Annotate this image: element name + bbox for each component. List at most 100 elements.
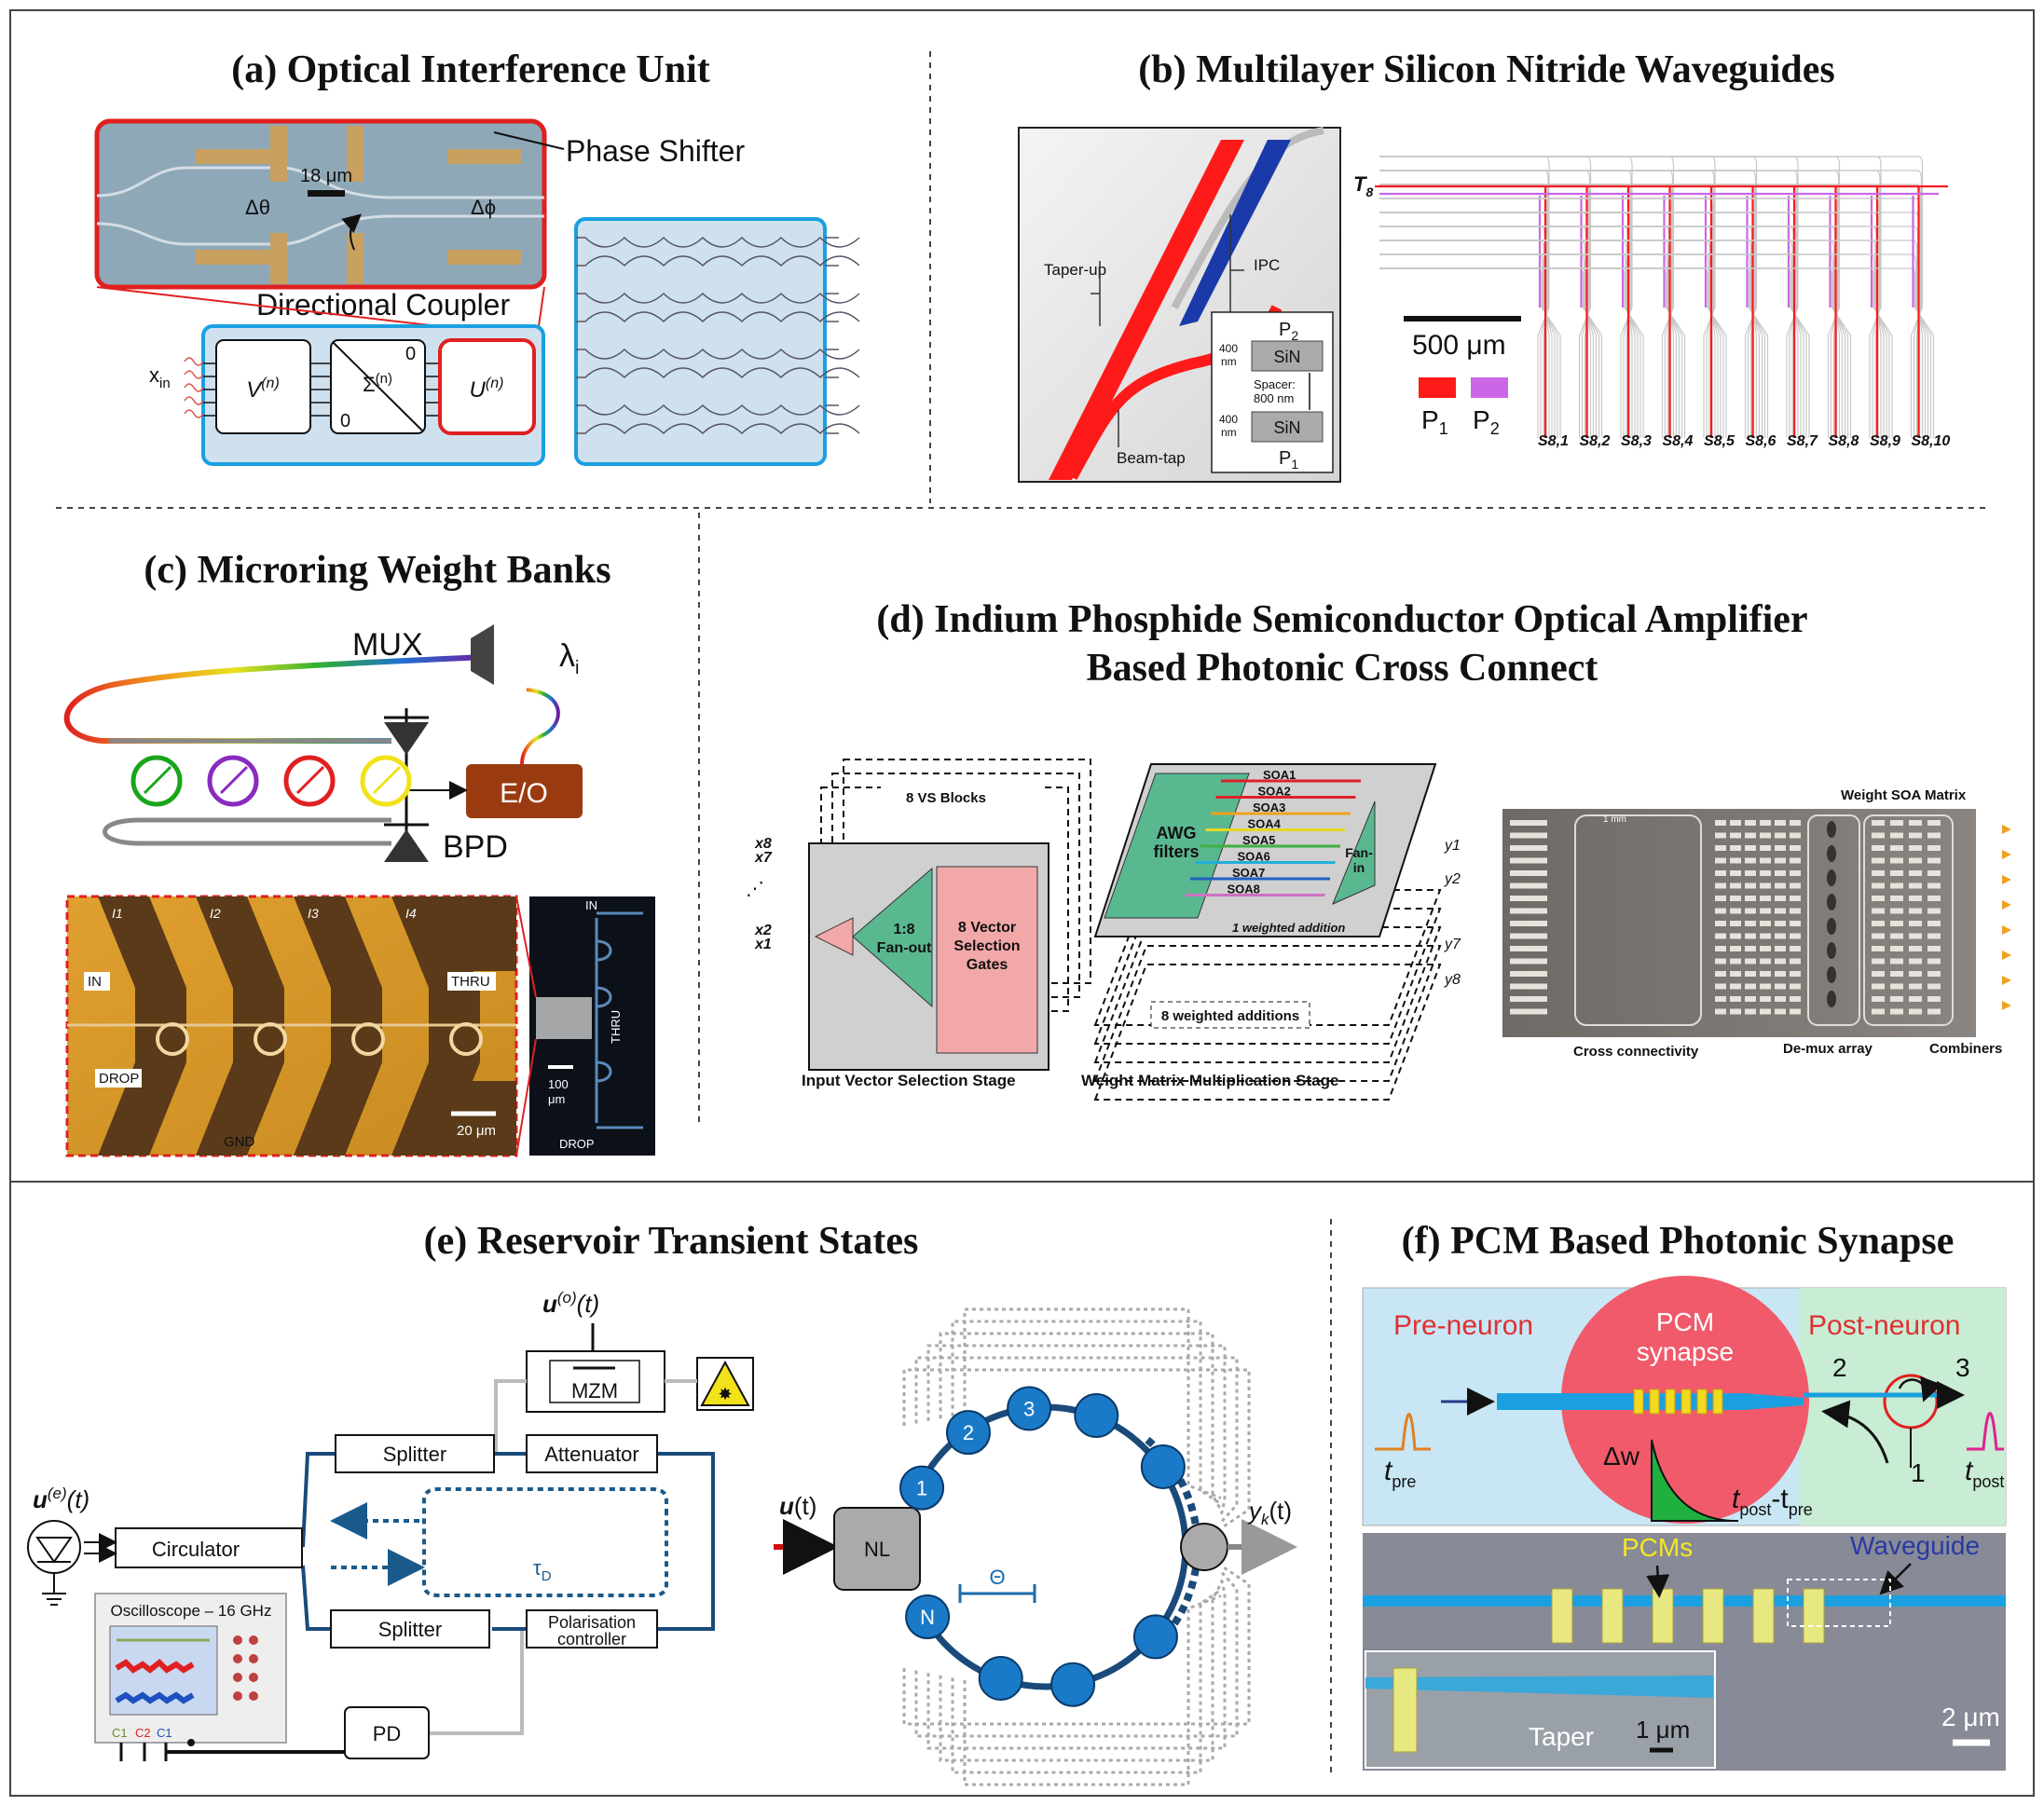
mesh-line <box>576 367 860 379</box>
eo-block <box>466 764 583 818</box>
x-in-label: xin <box>149 363 171 391</box>
in-tag <box>84 972 110 991</box>
ut-label: u(t) <box>779 1492 816 1520</box>
reservoir-node <box>899 1465 945 1511</box>
panel-a: (a) Optical Interference Unit Δθ Δϕ 18 μ… <box>94 48 860 466</box>
soa-pad <box>1927 882 1941 889</box>
laser-warning-icon <box>700 1360 750 1406</box>
soa-pad <box>1760 983 1771 990</box>
soa-pad <box>1745 921 1756 926</box>
coupler-arrow <box>341 213 363 251</box>
chip-output-tip <box>2002 850 2011 859</box>
ring-arrow <box>219 765 249 795</box>
polarisation-2: controller <box>557 1630 626 1649</box>
attenuator-box <box>526 1434 658 1473</box>
soa-pad <box>1715 983 1726 990</box>
soa-pad <box>1909 896 1922 901</box>
soa-pad <box>1745 870 1756 876</box>
ring-arrow <box>372 765 402 795</box>
port1-label: 1 <box>1911 1458 1926 1487</box>
feedback-path <box>939 1582 1223 1762</box>
chip-waveguides <box>595 918 612 1123</box>
soa-pad <box>1730 983 1741 990</box>
t-post-label: tpost <box>1965 1456 2004 1491</box>
waveguide-trace <box>1379 170 1549 438</box>
ring-arrow <box>1898 1375 1942 1402</box>
gray-fibers <box>410 1379 697 1735</box>
chip-details <box>1510 814 1954 1026</box>
soa-pad <box>1775 870 1786 876</box>
dw-label: Δw <box>1603 1442 1640 1471</box>
soa-pad <box>1890 857 1903 864</box>
sigma-zero-top: 0 <box>405 344 416 364</box>
scale-500um-label: 500 μm <box>1412 330 1506 361</box>
soa-pad <box>1909 908 1922 914</box>
soa-pad <box>1927 996 1941 1002</box>
tau-d-label: τD <box>533 1556 552 1584</box>
chip-output-tip <box>2002 976 2011 985</box>
soa-pad <box>1775 996 1786 1002</box>
weight-stack <box>1093 889 1442 1101</box>
soa-pad <box>1730 832 1741 839</box>
soa-label: SOA5 <box>1242 833 1275 847</box>
soa-pad <box>1760 933 1771 939</box>
soa-pad <box>1730 857 1741 864</box>
soa-pad <box>1760 958 1771 965</box>
demux-element <box>1827 821 1836 838</box>
ue-label: u(e)(t) <box>33 1484 89 1513</box>
soa-pad <box>1890 971 1903 977</box>
mesh-line <box>576 311 860 323</box>
reservoir-node <box>1007 1386 1052 1431</box>
chip-drop-label: DROP <box>559 1137 595 1151</box>
i-label: I3 <box>308 906 319 921</box>
waveguide-trace <box>1379 212 1758 438</box>
soa-pad <box>1909 921 1922 926</box>
soa-pad <box>1890 896 1903 901</box>
sin-layer-bottom <box>1251 411 1324 443</box>
soa-pad <box>1775 882 1786 889</box>
soa-pad <box>1760 908 1771 914</box>
scale-100um-unit: μm <box>548 1092 565 1106</box>
soa-pad <box>1872 896 1885 901</box>
vsg-3: Gates <box>967 957 1008 973</box>
ring-arrow <box>143 765 172 795</box>
scale-1um-label: 1 μm <box>1636 1716 1690 1744</box>
soa-pad <box>1927 896 1941 901</box>
pcm-cell <box>1665 1389 1676 1415</box>
feedback-path <box>939 1332 1223 1512</box>
input-pad <box>1510 971 1547 977</box>
soa-pad <box>1909 870 1922 876</box>
soa-pad <box>1890 1008 1903 1015</box>
nm-bottom: nm <box>1221 426 1237 439</box>
v-block-label: V(n) <box>246 376 280 403</box>
rainbow-waveguide <box>63 654 486 744</box>
eight-weighted-additions: 8 weighted additions <box>1161 1008 1299 1024</box>
taper-inset-waveguide <box>1365 1676 1713 1698</box>
soa-pad <box>1760 845 1771 851</box>
soa-pad <box>1760 857 1771 864</box>
soa-pad <box>1745 983 1756 990</box>
directional-coupler-label: Directional Coupler <box>256 288 510 322</box>
u-block <box>438 338 536 435</box>
waveguide-trace <box>1379 156 1924 438</box>
x7-label: x7 <box>754 850 773 866</box>
soa-pad <box>1872 971 1885 977</box>
pd-box <box>344 1706 430 1759</box>
p1-taper <box>1049 140 1244 480</box>
input-pad <box>1510 896 1547 901</box>
feedback-arrow <box>1821 1400 1889 1464</box>
soa-pad <box>1909 820 1922 826</box>
soa-pad <box>1730 820 1741 826</box>
panel-e-title: (e) Reservoir Transient States <box>424 1220 919 1263</box>
vs-blocks-tag <box>881 783 1044 811</box>
soa-pad <box>1760 946 1771 951</box>
feedback-path <box>902 1368 1251 1530</box>
soa-pad <box>1730 908 1741 914</box>
waveguide-arrow <box>1879 1563 1912 1595</box>
soa-label: SOA7 <box>1232 866 1265 880</box>
soa-pad <box>1790 971 1801 977</box>
soa-pad <box>1730 896 1741 901</box>
scale-18um-label: 18 μm <box>300 166 352 186</box>
combiners-label: Combiners <box>1929 1041 2002 1057</box>
